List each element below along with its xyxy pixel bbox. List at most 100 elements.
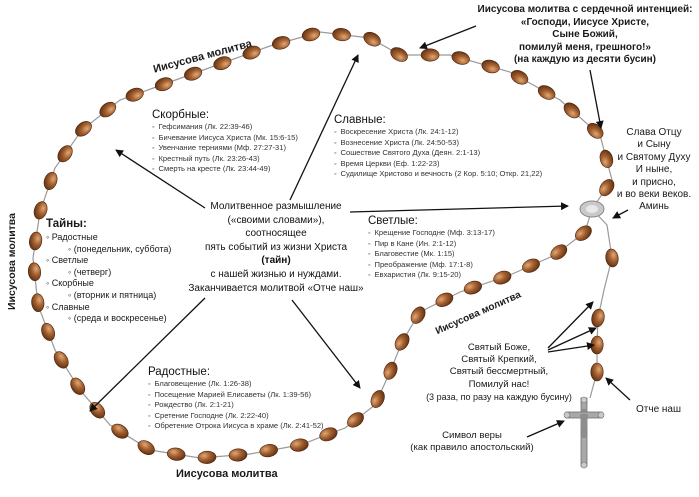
glorious-item: Сошествие Святого Духа (Деян. 2:1-13) bbox=[334, 148, 542, 159]
luminous-item: Пир в Кане (Ин. 2:1-12) bbox=[368, 239, 495, 250]
rosary-bead bbox=[184, 66, 203, 81]
sorrowful-item: Гефсимания (Лк. 22:39-46) bbox=[152, 122, 298, 133]
arrow-to-joyful bbox=[89, 297, 206, 412]
rosary-bead bbox=[563, 102, 581, 119]
arrow-to-bottom-right bbox=[291, 299, 361, 389]
trisagion-line2: Святый Крепкий, bbox=[461, 354, 537, 366]
rosary-bead bbox=[29, 231, 43, 251]
luminous-item: Преображение (Мф. 17:1-8) bbox=[368, 260, 495, 271]
rosary-bead bbox=[363, 31, 381, 47]
mystery-bullet-icon: ◦ bbox=[68, 289, 74, 300]
rosary-beads bbox=[27, 27, 619, 464]
creed-line1: Символ веры bbox=[442, 430, 502, 441]
luminous-block: Светлые: Крещение Господне (Мф. 3:13-17)… bbox=[368, 215, 495, 281]
heart-prayer-block: Иисусова молитва с сердечной интенцией: … bbox=[474, 4, 696, 67]
mystery-bullet-icon: ◦ bbox=[46, 232, 52, 242]
glory-line6: и во веки веков. bbox=[616, 189, 692, 201]
mysteries-block: Тайны: ◦ Радостные ◦ (понедельник, суббо… bbox=[46, 218, 171, 325]
rosary-bead bbox=[550, 244, 568, 260]
rosary-bead bbox=[319, 427, 338, 442]
creed-block: Символ веры (как правило апостольский) bbox=[402, 430, 542, 454]
rosary-bead bbox=[463, 280, 482, 295]
center-line6: с нашей жизнью и нуждами. bbox=[210, 268, 342, 280]
mystery-when-joyful: (понедельник, суббота) bbox=[73, 243, 172, 254]
glory-line4: И ныне, bbox=[635, 164, 673, 176]
joyful-title: Радостные: bbox=[148, 366, 211, 378]
sorrowful-title: Скорбные: bbox=[152, 109, 210, 121]
arrow-our-father bbox=[605, 377, 631, 401]
arrow-to-luminous bbox=[349, 202, 569, 213]
mystery-bullet-icon: ◦ bbox=[46, 301, 52, 312]
mystery-bullet-icon: ◦ bbox=[46, 255, 52, 266]
pendant-bead bbox=[591, 308, 605, 328]
center-medal bbox=[579, 200, 605, 218]
mystery-name-luminous: Светлые bbox=[51, 255, 89, 266]
our-father-label: Отче наш bbox=[636, 404, 682, 415]
mystery-when-luminous: (четверг) bbox=[73, 266, 112, 277]
rosary-bead bbox=[522, 258, 540, 273]
rosary-bead bbox=[70, 377, 86, 395]
sorrowful-item: Увенчание терниями (Мф. 27:27-31) bbox=[152, 143, 298, 154]
mystery-name-glorious: Славные bbox=[51, 301, 90, 312]
rosary-bead bbox=[213, 56, 232, 71]
rosary-bead bbox=[33, 201, 48, 220]
sorrowful-item: Смерть на кресте (Лк. 23:44-49) bbox=[152, 164, 298, 175]
glory-line1: Слава Отцу bbox=[626, 127, 682, 138]
heart-prayer-title: Иисусова молитва с сердечной интенцией: bbox=[477, 4, 693, 15]
luminous-item: Евхаристия (Лк. 9:15-20) bbox=[368, 270, 495, 281]
pendant-bead bbox=[605, 248, 619, 268]
jesus-prayer-label-left: Иисусова молитва bbox=[6, 213, 18, 310]
heart-prayer-line4: (на каждую из десяти бусин) bbox=[513, 54, 657, 66]
arrow-trisagion-3 bbox=[547, 342, 595, 353]
rosary-bead bbox=[332, 28, 351, 42]
rosary-bead bbox=[481, 59, 500, 74]
mystery-bullet-icon: ◦ bbox=[68, 313, 74, 324]
arrow-heart-prayer-down bbox=[589, 69, 604, 129]
rosary-bead bbox=[166, 447, 186, 461]
rosary-bead bbox=[510, 70, 529, 85]
heart-prayer-line1: «Господи, Иисусе Христе, bbox=[520, 16, 650, 28]
mystery-name-sorrowful: Скорбные bbox=[51, 278, 94, 289]
rosary-bead bbox=[75, 121, 92, 137]
rosary-bead bbox=[125, 87, 144, 102]
joyful-item: Посещение Марией Елисаветы (Лк. 1:39-56) bbox=[148, 390, 324, 401]
rosary-bead bbox=[383, 361, 398, 380]
rosary-bead bbox=[575, 225, 592, 241]
rosary-bead bbox=[154, 77, 173, 92]
pendant-bead bbox=[590, 362, 604, 382]
sorrowful-block: Скорбные: Гефсимания (Лк. 22:39-46) Биче… bbox=[152, 109, 298, 175]
luminous-title: Светлые: bbox=[368, 215, 418, 227]
rosary-bead bbox=[301, 27, 321, 42]
heart-prayer-line2: Сыне Божий, bbox=[552, 29, 618, 41]
jesus-prayer-label-bottom: Иисусова молитва bbox=[176, 468, 278, 480]
heart-prayer-line3: помилуй меня, грешного!» bbox=[518, 41, 651, 53]
joyful-item: Благовещение (Лк. 1:26-38) bbox=[148, 379, 324, 390]
rosary-bead bbox=[599, 149, 614, 169]
sorrowful-item: Крестный путь (Лк. 23:26-43) bbox=[152, 154, 298, 165]
center-line3: соотносящее bbox=[245, 228, 307, 240]
arrow-trisagion-2 bbox=[547, 327, 597, 351]
trisagion-line3: Святый бессмертный, bbox=[449, 366, 549, 378]
glorious-item: Время Церкви (Еф. 1:22-23) bbox=[334, 159, 542, 170]
mysteries-title: Тайны: bbox=[46, 218, 87, 230]
glory-line5: и присно, bbox=[632, 176, 676, 188]
trisagion-line4: Помилуй нас! bbox=[468, 378, 530, 390]
mystery-when-sorrowful: (вторник и пятница) bbox=[73, 289, 157, 300]
glorious-item: Воскресение Христа (Лк. 24:1-12) bbox=[334, 127, 542, 138]
center-line1: Молитвенное размышление bbox=[210, 201, 342, 212]
crucifix-icon bbox=[563, 396, 605, 469]
rosary-bead bbox=[99, 101, 117, 118]
rosary-bead bbox=[27, 262, 42, 282]
rosary-bead bbox=[259, 443, 278, 458]
luminous-item: Крещение Господне (Мф. 3:13-17) bbox=[368, 228, 494, 239]
arrow-to-sorrowful bbox=[115, 149, 206, 209]
mystery-bullet-icon: ◦ bbox=[68, 266, 74, 277]
trisagion-block: Святый Боже, Святый Крепкий, Святый бесс… bbox=[414, 342, 584, 403]
rosary-bead bbox=[599, 179, 615, 197]
glorious-item: Вознесение Христа (Лк. 24:50-53) bbox=[334, 138, 542, 149]
sorrowful-item: Бичевание Иисуса Христа (Мк. 15:6-15) bbox=[152, 133, 297, 144]
rosary-bead bbox=[53, 351, 69, 369]
trisagion-line5: (3 раза, по разу на каждую бусину) bbox=[426, 391, 572, 402]
rosary-bead bbox=[370, 390, 385, 408]
